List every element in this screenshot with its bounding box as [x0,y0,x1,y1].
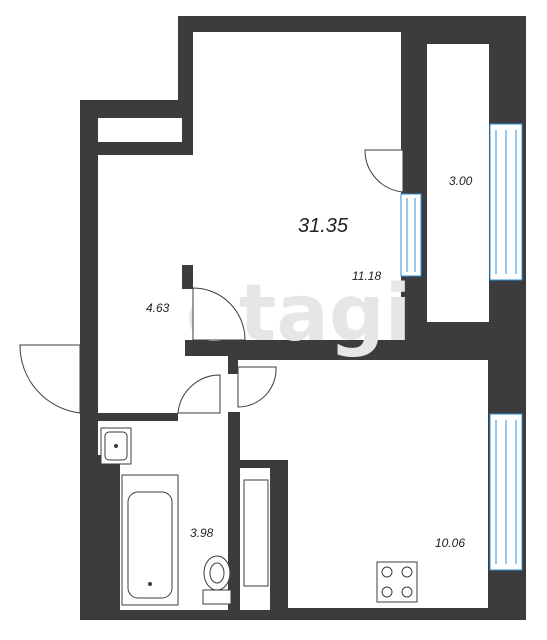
door-balcony [364,149,404,193]
balcony-floor [427,44,489,322]
door-entrance [19,344,81,414]
door-living-room [192,287,246,341]
closet-floor [98,118,182,142]
stove-icon [376,561,418,603]
bathroom-area-label: 3.98 [190,526,214,540]
sink-icon [100,427,132,465]
kitchen-area-label: 10.06 [435,536,465,550]
window-living-room [400,193,422,277]
bathtub-icon [121,474,179,606]
door-kitchen [237,366,277,408]
partitions [98,32,490,612]
total-area-label: 31.35 [298,215,349,237]
window-balcony [489,123,523,281]
hallway-area-label: 4.63 [146,301,170,315]
toilet-icon [202,479,269,605]
door-bathroom [177,374,221,414]
hallway-floor [98,155,193,413]
window-kitchen [489,413,523,571]
balcony-area-label: 3.00 [449,174,473,188]
living-room-floor [193,32,401,342]
living-room-area-label: 11.18 [352,269,381,283]
